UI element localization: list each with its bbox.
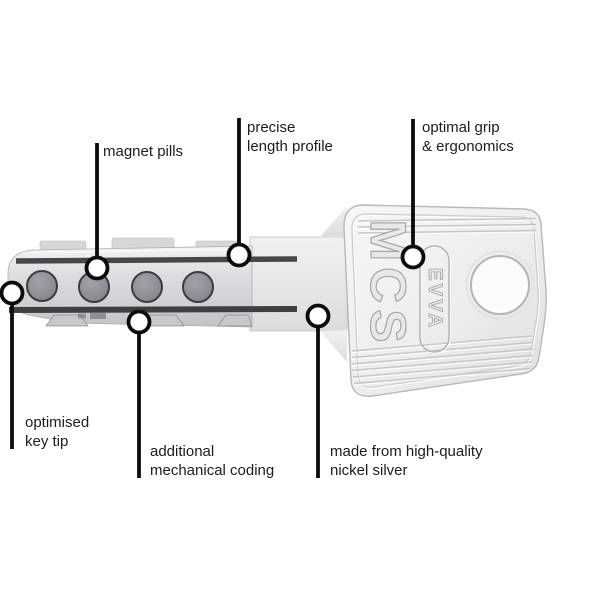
callout-label-line: optimised (25, 414, 90, 431)
callout-marker-additional-mechanical-coding (126, 309, 152, 335)
evva-engraving: EVVA (424, 268, 445, 330)
callout-marker-nickel-silver (305, 303, 331, 329)
mcs-engraving: MCS (360, 219, 416, 348)
callout-label-additional-mechanical-coding: additional mechanical coding (150, 442, 274, 480)
callout-marker-optimised-key-tip (0, 280, 25, 306)
callout-label-line: nickel silver (330, 462, 408, 479)
callout-label-line: mechanical coding (150, 462, 275, 479)
callout-marker-precise-length-profile (226, 242, 252, 268)
callout-label-line: made from high-quality (330, 443, 483, 460)
callout-label-precise-length-profile: precise length profile (247, 118, 333, 156)
magnet-pill (131, 271, 163, 303)
callout-marker-magnet-pills (84, 255, 110, 281)
blade-top-groove (15, 256, 298, 264)
key-shank (249, 206, 348, 362)
blade-bottom-groove (8, 306, 298, 313)
callout-markers (0, 242, 426, 335)
callout-label-line: & ergonomics (422, 138, 514, 155)
evva-badge: EVVA (419, 245, 451, 354)
grip-ridges-bottom (351, 335, 534, 386)
key-head: MCS EVVA (343, 204, 547, 397)
magnet-pills (26, 270, 214, 303)
magnet-pill (26, 270, 58, 302)
key-hole (465, 250, 535, 320)
callout-label-line: optimal grip (422, 119, 500, 136)
callout-label-line: length profile (247, 138, 333, 155)
callout-label-line: key tip (25, 433, 69, 450)
callout-marker-optimal-grip (400, 244, 426, 270)
callout-label-nickel-silver: made from high-quality nickel silver (330, 442, 483, 480)
callout-label-line: additional (150, 443, 215, 460)
callout-label-line: magnet pills (103, 143, 184, 160)
magnet-pill (182, 271, 214, 303)
grip-ridges-top (357, 217, 537, 236)
callout-lines (10, 118, 415, 478)
mechanical-coding-notches (45, 313, 253, 327)
callout-label-magnet-pills: magnet pills (103, 142, 183, 161)
callout-label-optimal-grip: optimal grip & ergonomics (422, 118, 514, 156)
callout-label-line: precise (247, 119, 296, 136)
callout-label-optimised-key-tip: optimised key tip (25, 413, 89, 451)
